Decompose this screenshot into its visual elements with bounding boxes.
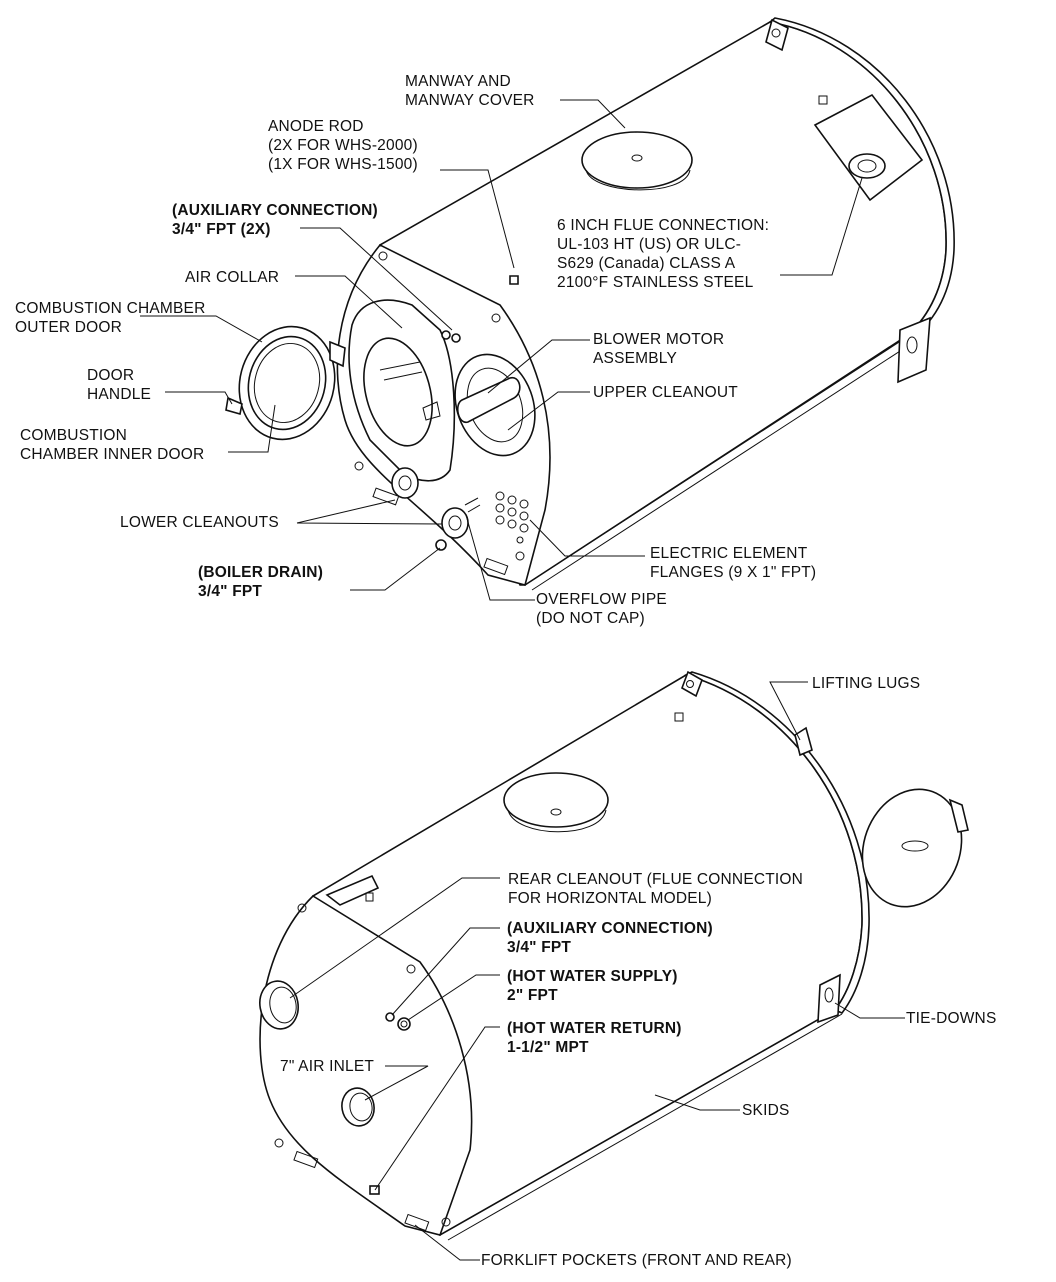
label-air-inlet: 7" AIR INLET: [280, 1058, 375, 1075]
air-inlet: [341, 1087, 375, 1127]
label-auxiliary-connection-rear: (AUXILIARY CONNECTION) 3/4" FPT: [507, 920, 713, 956]
label-hot-water-supply: (HOT WATER SUPPLY) 2" FPT: [507, 968, 678, 1004]
label-manway: MANWAY AND MANWAY COVER: [405, 73, 535, 109]
label-tie-downs: TIE-DOWNS: [906, 1010, 997, 1027]
door-handle: [225, 396, 243, 416]
label-air-collar: AIR COLLAR: [185, 269, 280, 286]
manway-cover-rear: [503, 772, 609, 828]
skid-rear: [439, 1009, 843, 1241]
label-door-handle: DOOR HANDLE: [87, 367, 152, 403]
front-view-leaders: [140, 99, 863, 601]
skid-front: [524, 334, 915, 591]
label-outer-door: COMBUSTION CHAMBER OUTER DOOR: [15, 300, 206, 336]
manway-cover: [581, 131, 693, 189]
outer-door: [225, 325, 346, 441]
lifting-lug-rear: [765, 18, 789, 52]
label-lower-cleanouts: LOWER CLEANOUTS: [120, 514, 279, 531]
label-forklift-pockets: FORKLIFT POCKETS (FRONT AND REAR): [481, 1252, 792, 1269]
front-view-drawing: [225, 17, 955, 591]
rear-view-leaders: [289, 681, 905, 1261]
label-inner-door: COMBUSTION CHAMBER INNER DOOR: [20, 427, 205, 463]
label-anode-rod: ANODE ROD (2X FOR WHS-2000) (1X FOR WHS-…: [268, 118, 418, 173]
element-flanges: [495, 491, 529, 544]
label-auxiliary-connection-front: (AUXILIARY CONNECTION) 3/4" FPT (2X): [172, 202, 378, 238]
label-lifting-lugs: LIFTING LUGS: [812, 675, 921, 692]
label-upper-cleanout: UPPER CLEANOUT: [593, 384, 738, 401]
flue-box: [813, 93, 924, 202]
label-boiler-drain: (BOILER DRAIN) 3/4" FPT: [198, 564, 324, 600]
label-blower-motor: BLOWER MOTOR ASSEMBLY: [593, 331, 725, 367]
label-element-flanges: ELECTRIC ELEMENT FLANGES (9 X 1" FPT): [650, 545, 817, 581]
rear-cleanout: [259, 980, 299, 1030]
label-skids: SKIDS: [742, 1102, 790, 1119]
blower-motor: [456, 376, 521, 423]
label-hot-water-return: (HOT WATER RETURN) 1-1/2" MPT: [507, 1020, 682, 1056]
label-rear-cleanout: REAR CLEANOUT (FLUE CONNECTION FOR HORIZ…: [508, 871, 804, 907]
label-flue-connection: 6 INCH FLUE CONNECTION: UL-103 HT (US) O…: [557, 217, 770, 291]
detached-door: [861, 788, 969, 908]
rear-view-drawing: [259, 670, 969, 1241]
label-overflow-pipe: OVERFLOW PIPE (DO NOT CAP): [536, 591, 667, 627]
